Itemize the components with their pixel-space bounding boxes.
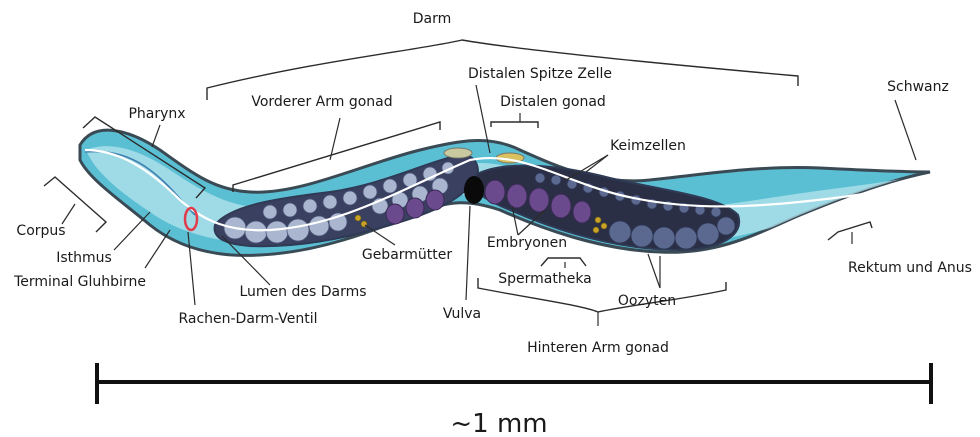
label-lumen: Lumen des Darms (239, 284, 366, 300)
label-oozyten: Oozyten (618, 293, 676, 309)
label-rektum: Rektum und Anus (848, 260, 972, 276)
label-terminal-bulb: Terminal Gluhbirne (13, 274, 146, 290)
label-distalen-gonad: Distalen gonad (500, 94, 606, 110)
label-distal-tip-cell: Distalen Spitze Zelle (468, 66, 612, 82)
scale-bar: ~1 mm (97, 363, 931, 437)
scale-bar-label: ~1 mm (450, 409, 547, 437)
label-schwanz: Schwanz (887, 79, 949, 95)
label-corpus: Corpus (16, 223, 65, 239)
label-hinterer-arm: Hinteren Arm gonad (527, 340, 669, 356)
label-vorderer-arm: Vorderer Arm gonad (251, 94, 392, 110)
label-embryonen: Embryonen (487, 235, 567, 251)
vulva-shape (464, 176, 484, 204)
label-isthmus: Isthmus (56, 250, 112, 266)
label-gebarmutter: Gebarmütter (362, 247, 453, 263)
label-pharynx: Pharynx (128, 106, 185, 122)
label-ventil: Rachen-Darm-Ventil (178, 311, 317, 327)
label-darm: Darm (413, 11, 452, 27)
label-keimzellen: Keimzellen (610, 138, 686, 154)
label-spermatheka: Spermatheka (498, 271, 592, 287)
label-vulva: Vulva (443, 306, 481, 322)
distal-tip-cell-anterior (444, 148, 472, 158)
